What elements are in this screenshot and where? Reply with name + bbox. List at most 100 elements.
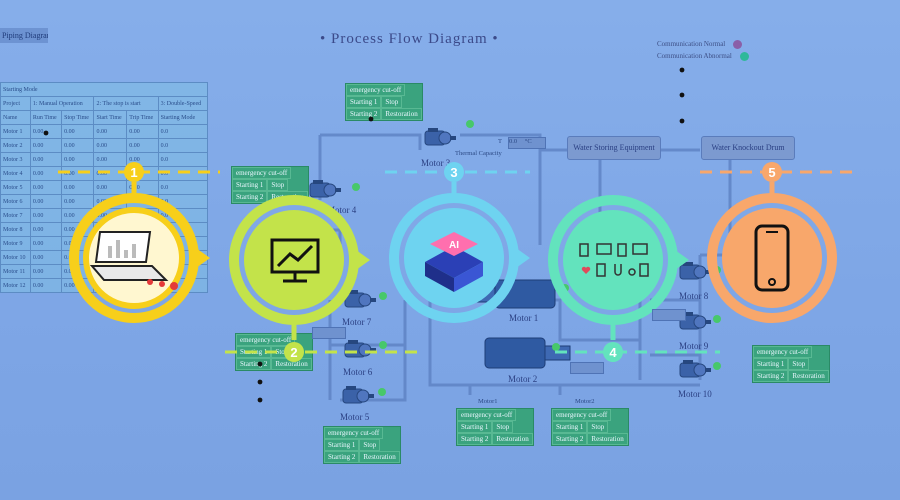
stop-button[interactable]: Stop xyxy=(359,439,381,451)
status-dot xyxy=(713,315,721,323)
thermal-capacity-label: Thermal Capacity xyxy=(455,150,502,157)
water-knockout-drum[interactable]: Water Knockout Drum xyxy=(701,136,795,160)
emergency-cutoff-button[interactable]: emergency cut-off xyxy=(753,346,813,358)
restoration-button[interactable]: Restoration xyxy=(359,451,400,463)
marker-dot xyxy=(257,379,263,385)
motor-8-label: Motor 8 xyxy=(679,291,709,301)
motor-2-label: Motor 2 xyxy=(508,374,538,384)
status-dot xyxy=(466,120,474,128)
starting-1-button[interactable]: Starting 1 xyxy=(552,421,588,433)
stop-button[interactable]: Stop xyxy=(492,421,514,433)
starting-2-button[interactable]: Starting 2 xyxy=(753,370,789,382)
motor-7-label: Motor 7 xyxy=(342,317,372,327)
marker-dot xyxy=(679,92,685,98)
step-4-number: 4 xyxy=(609,345,617,360)
marker-dot xyxy=(368,116,374,122)
status-dot xyxy=(379,292,387,300)
laptop-chart-icon xyxy=(89,231,178,290)
legend-normal-label: Communication Normal xyxy=(657,40,726,49)
ai-chip-icon: AI xyxy=(425,232,483,292)
emergency-cutoff-button[interactable]: emergency cut-off xyxy=(324,427,384,439)
thermal-readout: 0.0 °C xyxy=(508,137,546,149)
marker-dot xyxy=(679,67,685,73)
legend-abnormal: Communication Abnormal xyxy=(657,52,749,61)
starting-2-button[interactable]: Starting 2 xyxy=(552,433,588,445)
status-dot xyxy=(713,362,721,370)
motor-5-label: Motor 5 xyxy=(340,412,370,422)
marker-dot xyxy=(679,118,685,124)
motor-10-label: Motor 10 xyxy=(678,389,712,399)
stop-button[interactable]: Stop xyxy=(788,358,810,370)
step-2-number: 2 xyxy=(290,345,297,360)
restoration-button[interactable]: Restoration xyxy=(587,433,628,445)
motor-1-label: Motor 1 xyxy=(509,313,539,323)
starting-2-button[interactable]: Starting 2 xyxy=(457,433,493,445)
readout-motor2 xyxy=(570,362,604,374)
starting-1-button[interactable]: Starting 1 xyxy=(753,358,789,370)
legend-abnormal-label: Communication Abnormal xyxy=(657,52,732,61)
motor-9-label: Motor 9 xyxy=(679,341,709,351)
step-1-node[interactable]: 1 xyxy=(69,162,210,323)
starting-2-button[interactable]: Starting 2 xyxy=(346,108,382,120)
monitor-trend-icon xyxy=(270,238,320,283)
thermal-t-label: T xyxy=(498,138,502,145)
step-2-node[interactable]: 2 xyxy=(229,195,370,362)
step-4-node[interactable]: 4 xyxy=(548,195,689,362)
motor1-small-label: Motor1 xyxy=(478,398,498,405)
emergency-cutoff-button[interactable]: emergency cut-off xyxy=(552,409,612,421)
smartphone-icon xyxy=(754,224,790,292)
starting-2-button[interactable]: Starting 2 xyxy=(324,451,360,463)
marker-dot xyxy=(43,130,49,136)
restoration-button[interactable]: Restoration xyxy=(492,433,533,445)
status-dot xyxy=(379,341,387,349)
stop-button[interactable]: Stop xyxy=(381,96,403,108)
emergency-cutoff-button[interactable]: emergency cut-off xyxy=(457,409,517,421)
page-title: • Process Flow Diagram • xyxy=(320,31,499,47)
starting-2-button[interactable]: Starting 2 xyxy=(232,191,268,203)
readout-motor7 xyxy=(312,327,346,339)
legend-normal: Communication Normal xyxy=(657,40,742,49)
thermal-value: 0.0 xyxy=(509,138,518,145)
abnormal-status-dot xyxy=(739,52,749,61)
motor-2-icon[interactable] xyxy=(484,337,571,369)
motor2-small-label: Motor2 xyxy=(575,398,595,405)
water-storing-equipment[interactable]: Water Storing Equipment xyxy=(567,136,661,160)
emergency-cutoff-button[interactable]: emergency cut-off xyxy=(346,84,406,96)
thermal-unit: °C xyxy=(524,138,532,145)
step-1-number: 1 xyxy=(130,165,137,180)
step-5-node[interactable]: 5 xyxy=(707,162,837,323)
smart-devices-icon xyxy=(579,243,649,277)
piping-diagram-tab[interactable]: Piping Diagram xyxy=(0,28,48,43)
normal-status-dot xyxy=(733,40,742,49)
motor-3-label: Motor 3 xyxy=(421,158,451,168)
step-3-node[interactable]: 3 AI xyxy=(389,162,530,323)
stop-button[interactable]: Stop xyxy=(587,421,609,433)
starting-1-button[interactable]: Starting 1 xyxy=(324,439,360,451)
status-dot xyxy=(378,388,386,396)
starting-1-button[interactable]: Starting 1 xyxy=(346,96,382,108)
motor-4-label: Motor 4 xyxy=(327,205,357,215)
readout-motor9 xyxy=(652,309,686,321)
restoration-button[interactable]: Restoration xyxy=(381,108,422,120)
restoration-button[interactable]: Restoration xyxy=(788,370,829,382)
starting-1-button[interactable]: Starting 1 xyxy=(232,179,268,191)
starting-1-button[interactable]: Starting 1 xyxy=(457,421,493,433)
starting-2-button[interactable]: Starting 2 xyxy=(236,358,272,370)
status-dot xyxy=(552,343,560,351)
emergency-cutoff-button[interactable]: emergency cut-off xyxy=(232,167,292,179)
stop-button[interactable]: Stop xyxy=(267,179,289,191)
motor-6-label: Motor 6 xyxy=(343,367,373,377)
marker-dot xyxy=(257,397,263,403)
svg-text:AI: AI xyxy=(449,240,459,251)
step-3-number: 3 xyxy=(450,165,457,180)
step-5-number: 5 xyxy=(768,165,775,180)
marker-dot xyxy=(257,361,263,367)
